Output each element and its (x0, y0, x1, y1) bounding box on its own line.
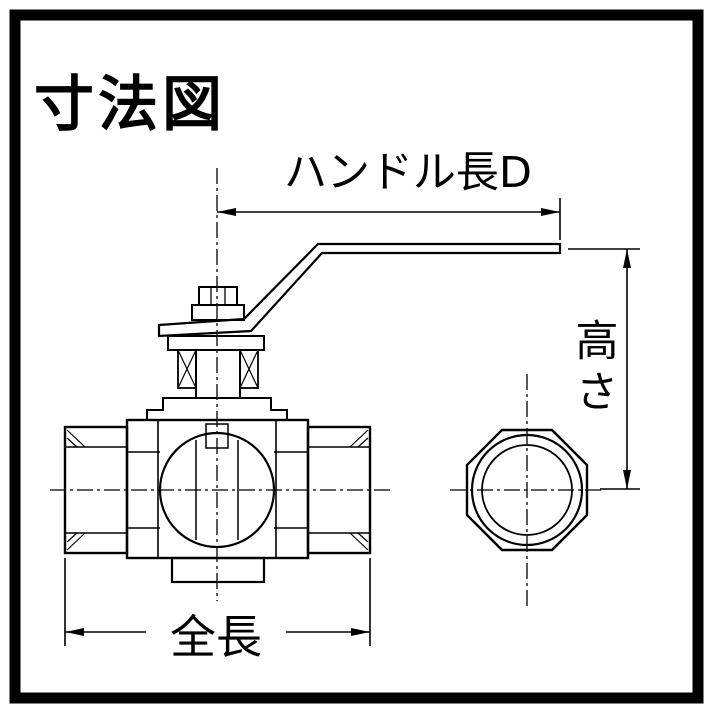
handle-base-plate (167, 335, 265, 351)
centerlines (50, 168, 604, 606)
packing-gland (177, 349, 259, 399)
drawing-title: 寸法図 (34, 70, 226, 140)
dimensions (64, 198, 640, 646)
overall-length-label: 全長 (146, 601, 286, 667)
bottom-boss (170, 556, 266, 584)
lever-handle (157, 242, 562, 338)
hex-octagon-outline (465, 428, 589, 552)
drawing-border (9, 9, 704, 704)
handle-length-label: ハンドル長D (283, 148, 533, 198)
side-view (63, 242, 562, 584)
dimension-height (568, 248, 640, 490)
stem-nut (191, 286, 245, 321)
dimension-handle-length (217, 198, 561, 240)
height-label: 高さ (568, 318, 618, 420)
